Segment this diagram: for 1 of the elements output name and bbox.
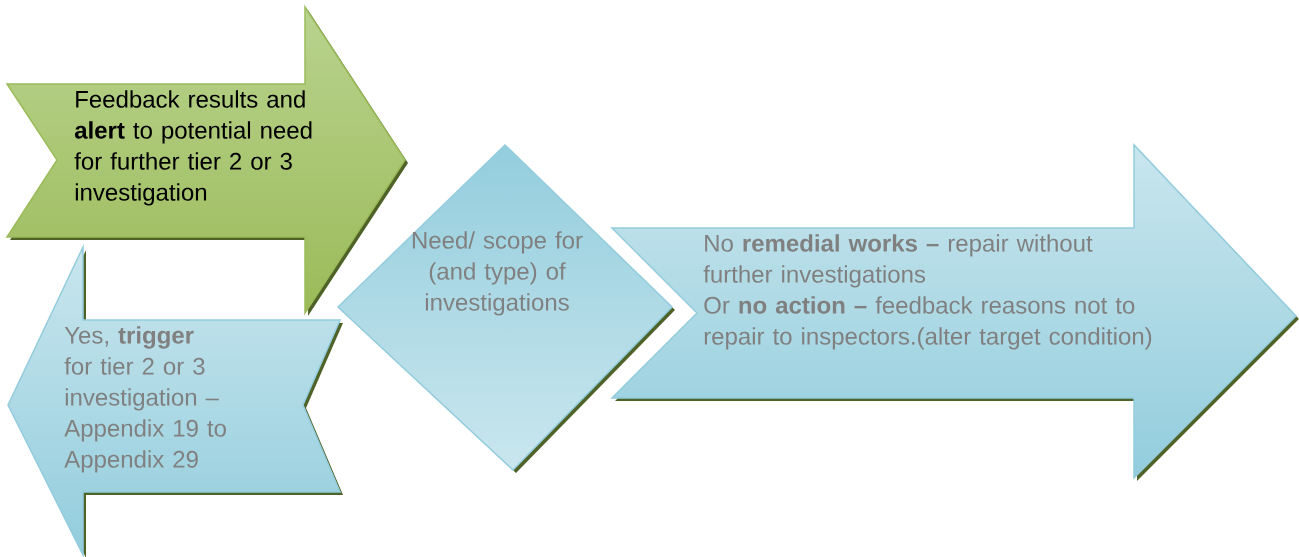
arrow-shaped-box: Feedback results and alert to potential need for further tier 2 or 3 investigation — [5, 4, 408, 316]
